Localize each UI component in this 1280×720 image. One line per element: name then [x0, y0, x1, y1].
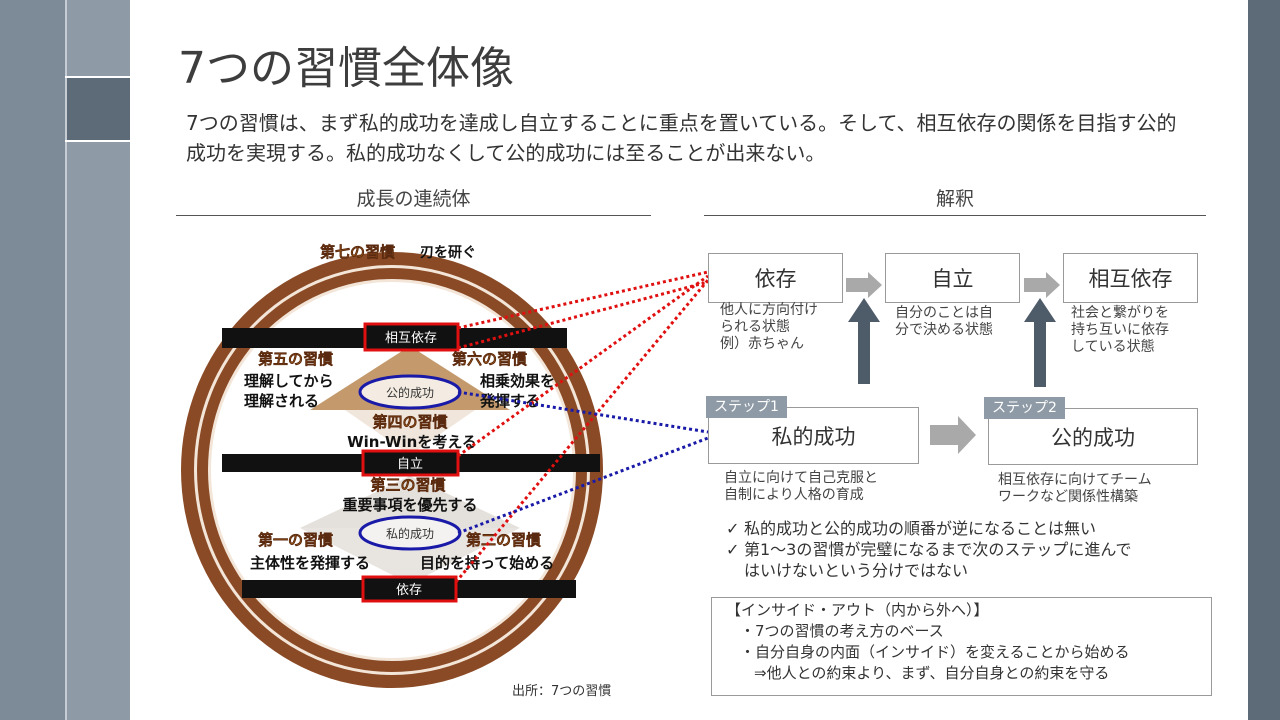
step1-label: 私的成功 [771, 424, 856, 449]
habit1-label: 第一の習慣 [258, 531, 333, 549]
intro-text: 7つの習慣は、まず私的成功を達成し自立することに重点を置いている。そして、相互依… [186, 111, 1177, 165]
lower-triangle-bottom [300, 528, 520, 584]
habit2-label: 第二の習慣 [466, 531, 541, 549]
independence-box: 自立 [885, 253, 1020, 303]
step1-desc-line1: 自立に向けて自己克服と [724, 470, 878, 486]
arrow-independence-to-interdependence [1024, 272, 1060, 298]
independence-desc-line2: 分で決める状態 [895, 322, 993, 338]
check-icon: ✓ [726, 540, 740, 559]
left-section-rule [176, 215, 651, 216]
right-section-heading: 解釈 [935, 188, 974, 210]
source-note: 出所：7つの習慣 [512, 684, 612, 699]
connector-interdependence-bottom [457, 280, 709, 350]
independence-highlight [361, 449, 460, 477]
step2-tag: ステップ2 [984, 397, 1065, 419]
habit6-label: 第六の習慣 [452, 350, 527, 368]
lower-triangle-top [300, 476, 520, 528]
left-divider-line [65, 0, 67, 720]
step2-desc-line2: ワークなど関係性構築 [998, 489, 1138, 505]
habit7-label: 第七の習慣 [320, 243, 395, 261]
dependence-highlight [361, 575, 458, 603]
insight-line1: ・7つの習慣の考え方のベース [740, 622, 944, 640]
habit2-text: 目的を持って始める [420, 554, 554, 572]
habit3-text: 重要事項を優先する [342, 496, 477, 514]
left-stripe [0, 0, 65, 720]
insight-title: 【インサイド・アウト（内から外へ）】 [726, 601, 989, 619]
left-decoration-bar [0, 0, 130, 720]
habit6-text-line1: 相乗効果を [480, 372, 555, 390]
page-title: 7つの習慣全体像 [178, 43, 514, 94]
habit6-text-line2: 発揮する [479, 392, 540, 410]
check-icon: ✓ [726, 519, 740, 538]
left-accent-block [67, 78, 130, 140]
habit3-label: 第三の習慣 [370, 476, 445, 494]
interdependence-band-label: 相互依存 [385, 331, 437, 346]
independence-desc-line1: 自分のことは自 [895, 305, 993, 321]
interdependence-desc: 社会と繋がりを 持ち互いに依存 している状態 [1071, 305, 1201, 356]
habit1-text: 主体性を発揮する [250, 554, 370, 572]
habit5-label: 第五の習慣 [258, 350, 333, 368]
notes-list: ✓私的成功と公的成功の順番が逆になることは無い ✓第1～3の習慣が完璧になるまで… [726, 518, 1226, 581]
arrow-step1-to-step2 [930, 416, 976, 454]
note-text: 私的成功と公的成功の順番が逆になることは無い [744, 519, 1097, 538]
step2-desc-line1: 相互依存に向けてチーム [998, 472, 1152, 488]
connector-public-victory [457, 390, 709, 434]
dependence-box: 依存 [708, 253, 843, 303]
step1-desc-line2: 自制により人格の育成 [724, 487, 864, 503]
habit4-label: 第四の習慣 [372, 413, 447, 431]
dependence-desc-line3: 例）赤ちゃん [720, 336, 804, 352]
note-item: はいけないという分けではない [726, 560, 1226, 581]
insight-line2: ・自分自身の内面（インサイド）を変えることから始める [740, 643, 1130, 661]
note-item: ✓第1～3の習慣が完璧になるまで次のステップに進んで [726, 539, 1226, 560]
right-decoration-bar [1248, 0, 1280, 720]
insight-line3: ⇒他人との約束より、まず、自分自身との約束を守る [754, 664, 1110, 682]
arrow-step1-up [848, 298, 880, 384]
interdependence-highlight [363, 322, 460, 352]
habit5-text-line1: 理解してから [244, 372, 334, 390]
step2-desc: 相互依存に向けてチーム ワークなど関係性構築 [998, 472, 1198, 506]
dependence-desc: 他人に方向付け られる状態 例）赤ちゃん [720, 302, 850, 353]
dependence-band-label: 依存 [396, 583, 422, 598]
dependence-desc-line1: 他人に方向付け [720, 302, 818, 318]
interdependence-desc-line3: している状態 [1071, 339, 1155, 355]
interdependence-label: 相互依存 [1088, 267, 1173, 291]
independence-label: 自立 [931, 267, 974, 291]
public-victory-label: 公的成功 [386, 385, 434, 400]
private-victory-label: 私的成功 [386, 526, 434, 541]
independence-band-label: 自立 [397, 457, 423, 472]
upper-diamond [345, 410, 475, 455]
habit5-text-line2: 理解される [244, 392, 319, 410]
note-text: はいけないという分けではない [744, 561, 969, 580]
connector-interdependence-top [457, 270, 709, 330]
dependence-label: 依存 [754, 267, 797, 291]
left-hline-bottom [65, 140, 130, 142]
independence-desc: 自分のことは自 分で決める状態 [895, 305, 1025, 339]
arrow-step2-up [1024, 298, 1056, 387]
habit4-text: Win-Winを考える [347, 433, 477, 451]
left-section-heading: 成長の連続体 [356, 188, 471, 210]
interdependence-desc-line2: 持ち互いに依存 [1071, 322, 1169, 338]
interdependence-desc-line1: 社会と繋がりを [1071, 305, 1169, 321]
dependence-desc-line2: られる状態 [720, 319, 790, 335]
step1-tag: ステップ1 [706, 396, 787, 418]
note-text: 第1～3の習慣が完璧になるまで次のステップに進んで [744, 540, 1132, 559]
interdependence-box: 相互依存 [1063, 253, 1198, 303]
inside-out-box: 【インサイド・アウト（内から外へ）】 ・7つの習慣の考え方のベース ・自分自身の… [711, 597, 1212, 696]
arrow-dependence-to-independence [846, 272, 882, 298]
left-hline-top [65, 76, 130, 78]
step1-desc: 自立に向けて自己克服と 自制により人格の育成 [724, 470, 924, 504]
connector-private-victory [457, 436, 709, 535]
step2-label: 公的成功 [1051, 425, 1135, 450]
habit7-text: 刃を研ぐ [420, 245, 476, 261]
note-item: ✓私的成功と公的成功の順番が逆になることは無い [726, 518, 1226, 539]
right-section-rule [704, 215, 1206, 216]
